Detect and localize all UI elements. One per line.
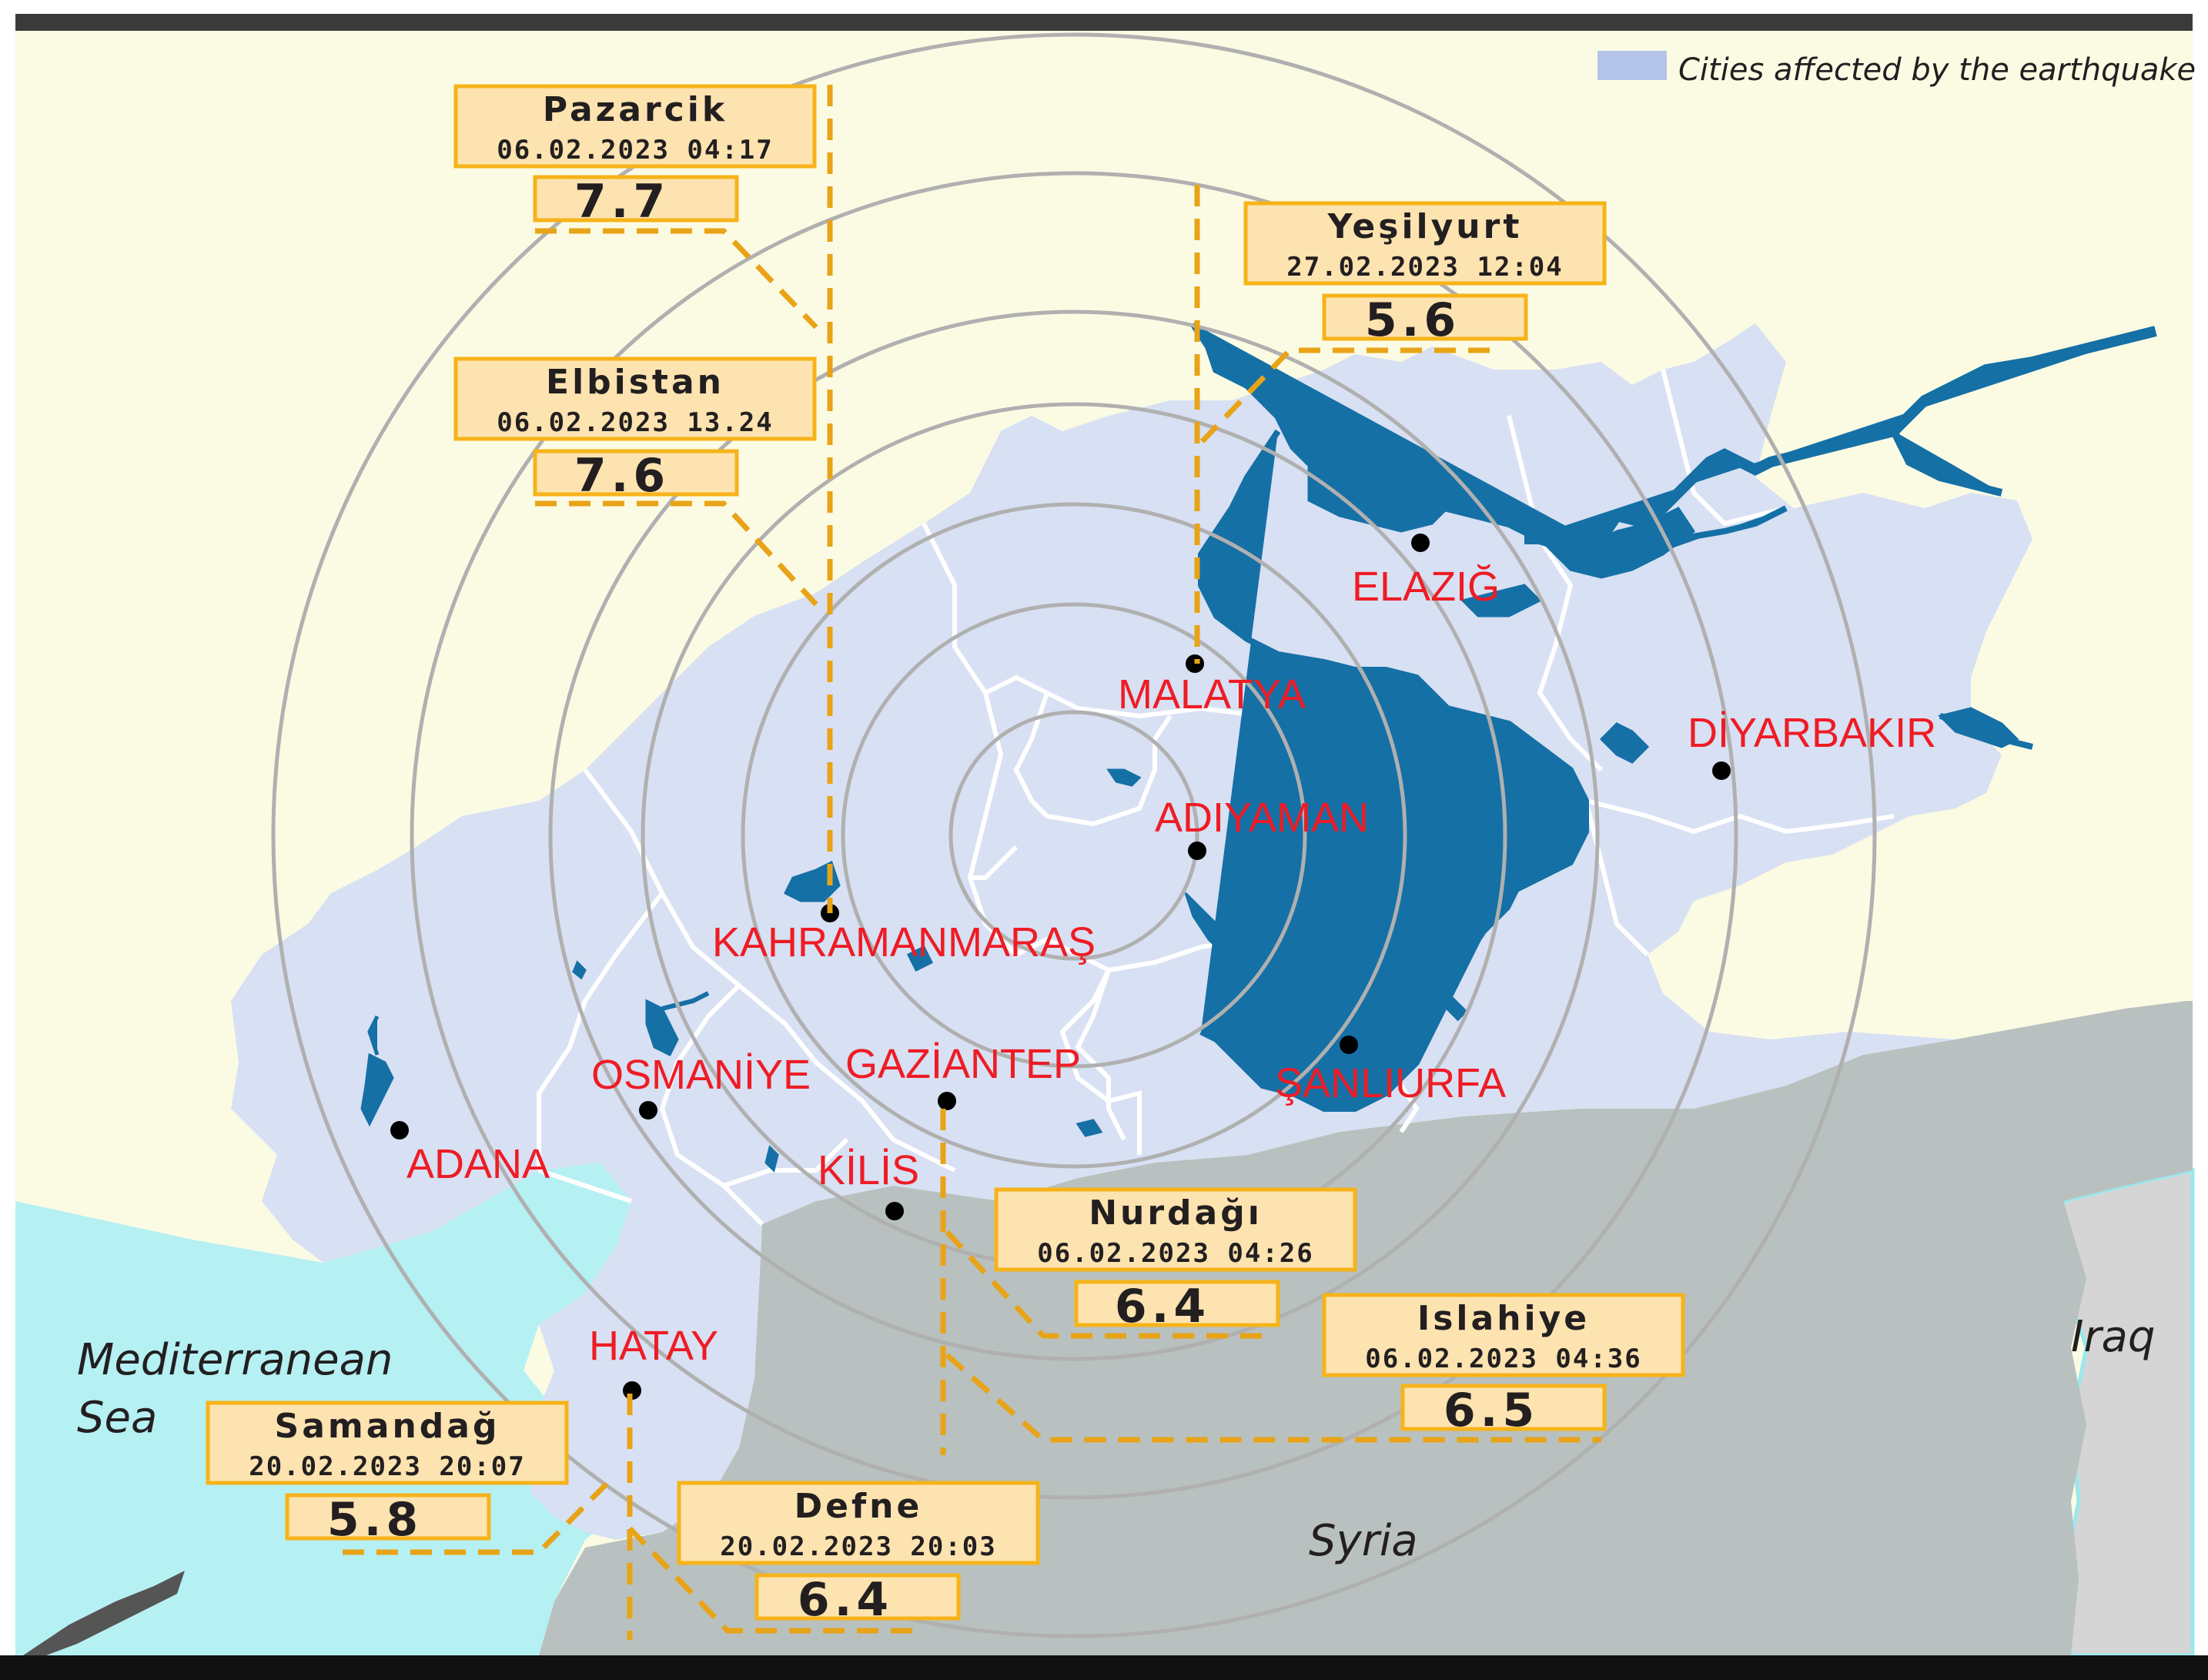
bottom-frame-bar [0, 1655, 2208, 1680]
quake-defne-name: Defne [795, 1487, 923, 1526]
place-labels: Mediterranean Sea Syria Iraq [77, 1312, 2155, 1566]
quake-islahiye-date: 06.02.2023 04:36 [1365, 1344, 1642, 1374]
syria-label: Syria [1309, 1516, 1418, 1566]
quake-pazarcik: Pazarcik 06.02.2023 04:17 7.7 [453, 84, 817, 229]
cyprus-island [23, 1571, 185, 1655]
city-dot-elazig [1411, 534, 1430, 552]
quake-defne: Defne 20.02.2023 20:03 6.4 [677, 1481, 1040, 1627]
quake-islahiye: Islahiye 06.02.2023 04:36 6.5 [1322, 1293, 1685, 1437]
quake-nurdagi-name: Nurdağı [1089, 1193, 1263, 1233]
quake-nurdagi: Nurdağı 06.02.2023 04:26 6.4 [994, 1187, 1357, 1334]
quake-yesilyurt: Yeşilyurt 27.02.2023 12:04 5.6 [1243, 201, 1607, 347]
city-dot-kilis [885, 1202, 904, 1220]
map-legend: Cities affected by the earthquake [1597, 51, 2196, 88]
city-dot-gaziantep [938, 1092, 956, 1110]
city-dot-adiyaman [1188, 842, 1206, 860]
city-dot-diyarbakir [1712, 761, 1731, 780]
quake-islahiye-name: Islahiye [1417, 1299, 1590, 1338]
city-label-osmaniye: OSMANİYE [591, 1052, 811, 1098]
legend-swatch [1597, 51, 1667, 80]
quake-samandag-name: Samandağ [275, 1407, 500, 1446]
quake-islahiye-magnitude: 6.5 [1444, 1384, 1539, 1437]
quake-defne-magnitude: 6.4 [798, 1573, 893, 1627]
quake-elbistan: Elbistan 06.02.2023 13.24 7.6 [453, 356, 817, 503]
city-label-hatay: HATAY [589, 1323, 718, 1369]
sea-label-line2: Sea [77, 1393, 157, 1443]
quake-yesilyurt-date: 27.02.2023 12:04 [1286, 252, 1564, 283]
city-label-elazig: ELAZIĞ [1352, 564, 1500, 610]
quake-nurdagi-magnitude: 6.4 [1115, 1280, 1210, 1334]
city-label-kahramanmaras: KAHRAMANMARAŞ [712, 919, 1096, 965]
city-label-adana: ADANA [406, 1141, 550, 1187]
quake-defne-date: 20.02.2023 20:03 [720, 1531, 997, 1562]
quake-elbistan-name: Elbistan [546, 363, 724, 402]
quake-yesilyurt-name: Yeşilyurt [1327, 207, 1523, 246]
city-dot-osmaniye [639, 1101, 657, 1119]
quake-pazarcik-name: Pazarcik [543, 90, 728, 129]
top-frame-bar [15, 14, 2193, 31]
legend-label: Cities affected by the earthquake [1678, 52, 2196, 88]
city-label-adiyaman: ADIYAMAN [1155, 795, 1369, 841]
city-label-malatya: MALATYA [1118, 671, 1306, 718]
quake-pazarcik-magnitude: 7.7 [574, 175, 670, 229]
quake-pazarcik-date: 06.02.2023 04:17 [497, 135, 774, 166]
quake-elbistan-magnitude: 7.6 [574, 449, 670, 503]
quake-yesilyurt-magnitude: 5.6 [1365, 293, 1460, 347]
quake-nurdagi-date: 06.02.2023 04:26 [1037, 1238, 1314, 1269]
city-dot-sanliurfa [1340, 1036, 1358, 1054]
quake-elbistan-date: 06.02.2023 13.24 [497, 407, 774, 438]
city-dot-adana [390, 1121, 409, 1140]
city-label-sanliurfa: ŞANLIURFA [1275, 1060, 1506, 1106]
city-label-diyarbakir: DİYARBAKIR [1688, 710, 1936, 756]
rivers-and-lakes [360, 321, 2157, 1173]
city-label-gaziantep: GAZİANTEP [845, 1041, 1081, 1087]
affected-region [231, 323, 2032, 1540]
quake-samandag-magnitude: 5.8 [327, 1493, 423, 1547]
city-label-kilis: KİLİS [818, 1147, 919, 1193]
quake-samandag: Samandağ 20.02.2023 20:07 5.8 [206, 1401, 569, 1547]
leader-lines [343, 85, 1601, 1640]
iraq-label: Iraq [2071, 1312, 2155, 1362]
quake-samandag-date: 20.02.2023 20:07 [249, 1451, 526, 1482]
city-labels: MALATYA ELAZIĞ DİYARBAKIR ADIYAMAN KAHRA… [406, 564, 1936, 1369]
sea-label-line1: Mediterranean [77, 1335, 393, 1385]
